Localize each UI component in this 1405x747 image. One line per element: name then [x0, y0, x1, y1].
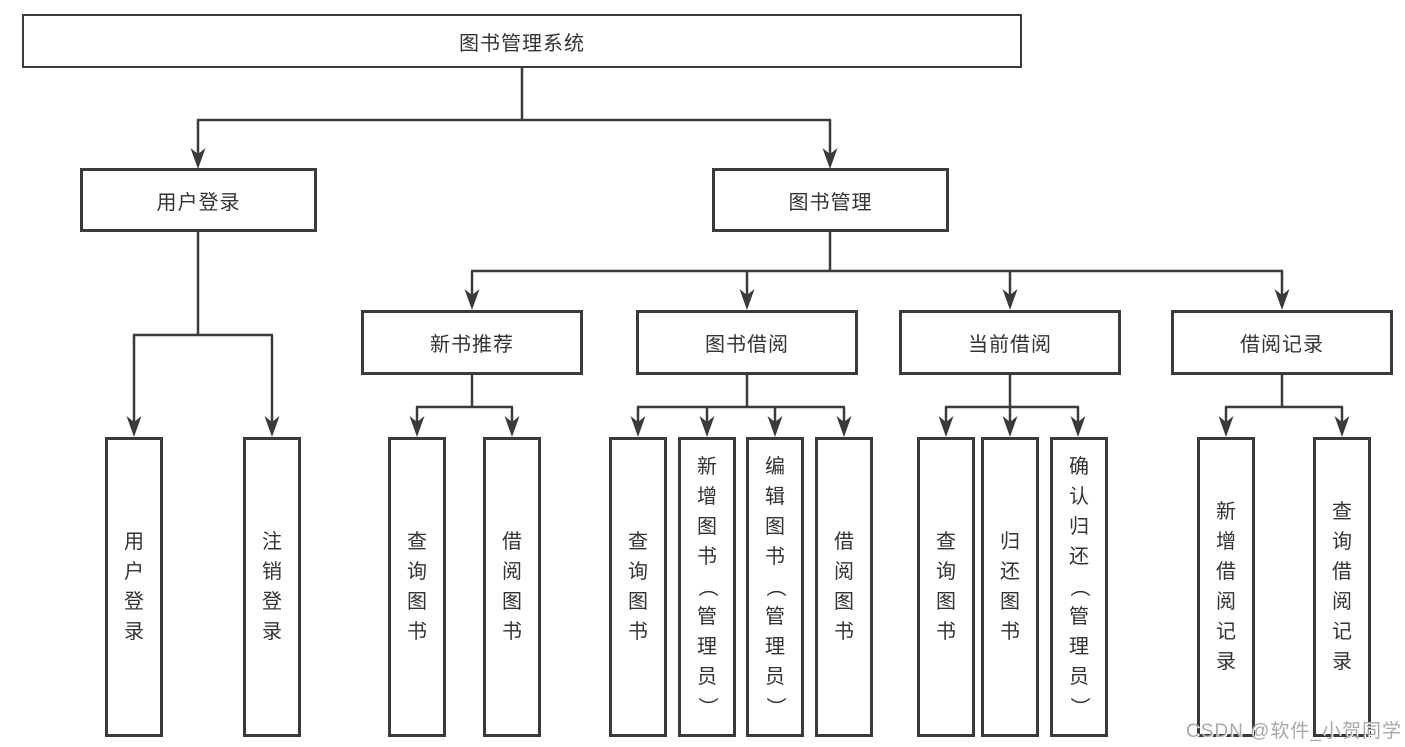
node-leaf-query-borrow-record: 查询借阅记录	[1313, 437, 1371, 737]
node-current-borrow: 当前借阅	[899, 310, 1121, 375]
node-leaf-return-books: 归还图书	[981, 437, 1039, 737]
node-leaf-edit-books-admin: 编辑图书（管理员）	[746, 437, 804, 737]
node-leaf-borrow-books-2: 借阅图书	[815, 437, 873, 737]
node-leaf-query-books-2: 查询图书	[609, 437, 667, 737]
node-leaf-logout: 注销登录	[243, 437, 301, 737]
node-current-borrow-label: 当前借阅	[968, 334, 1052, 356]
node-leaf-user-login: 用户登录	[105, 437, 163, 737]
node-leaf-add-borrow-record: 新增借阅记录	[1197, 437, 1255, 737]
node-borrow-records-label: 借阅记录	[1240, 334, 1324, 356]
node-book-mgmt-label: 图书管理	[788, 191, 873, 214]
node-leaf-borrow-books-1: 借阅图书	[483, 437, 541, 737]
node-leaf-confirm-return-admin: 确认归还（管理员）	[1050, 437, 1108, 737]
node-leaf-add-books-admin: 新增图书（管理员）	[678, 437, 736, 737]
node-book-mgmt: 图书管理	[712, 168, 949, 232]
node-root-label: 图书管理系统	[459, 32, 585, 55]
node-leaf-query-books-1: 查询图书	[388, 437, 446, 737]
node-book-borrow: 图书借阅	[636, 310, 858, 375]
node-book-borrow-label: 图书借阅	[705, 334, 789, 356]
node-user-login-label: 用户登录	[156, 191, 241, 214]
node-user-login: 用户登录	[80, 168, 317, 232]
node-new-book-recommend: 新书推荐	[361, 310, 583, 375]
node-root: 图书管理系统	[22, 14, 1022, 68]
node-new-book-recommend-label: 新书推荐	[430, 334, 514, 356]
node-leaf-query-books-3: 查询图书	[917, 437, 975, 737]
watermark: CSDN @软件_小贺同学	[1186, 721, 1402, 742]
node-borrow-records: 借阅记录	[1171, 310, 1393, 375]
